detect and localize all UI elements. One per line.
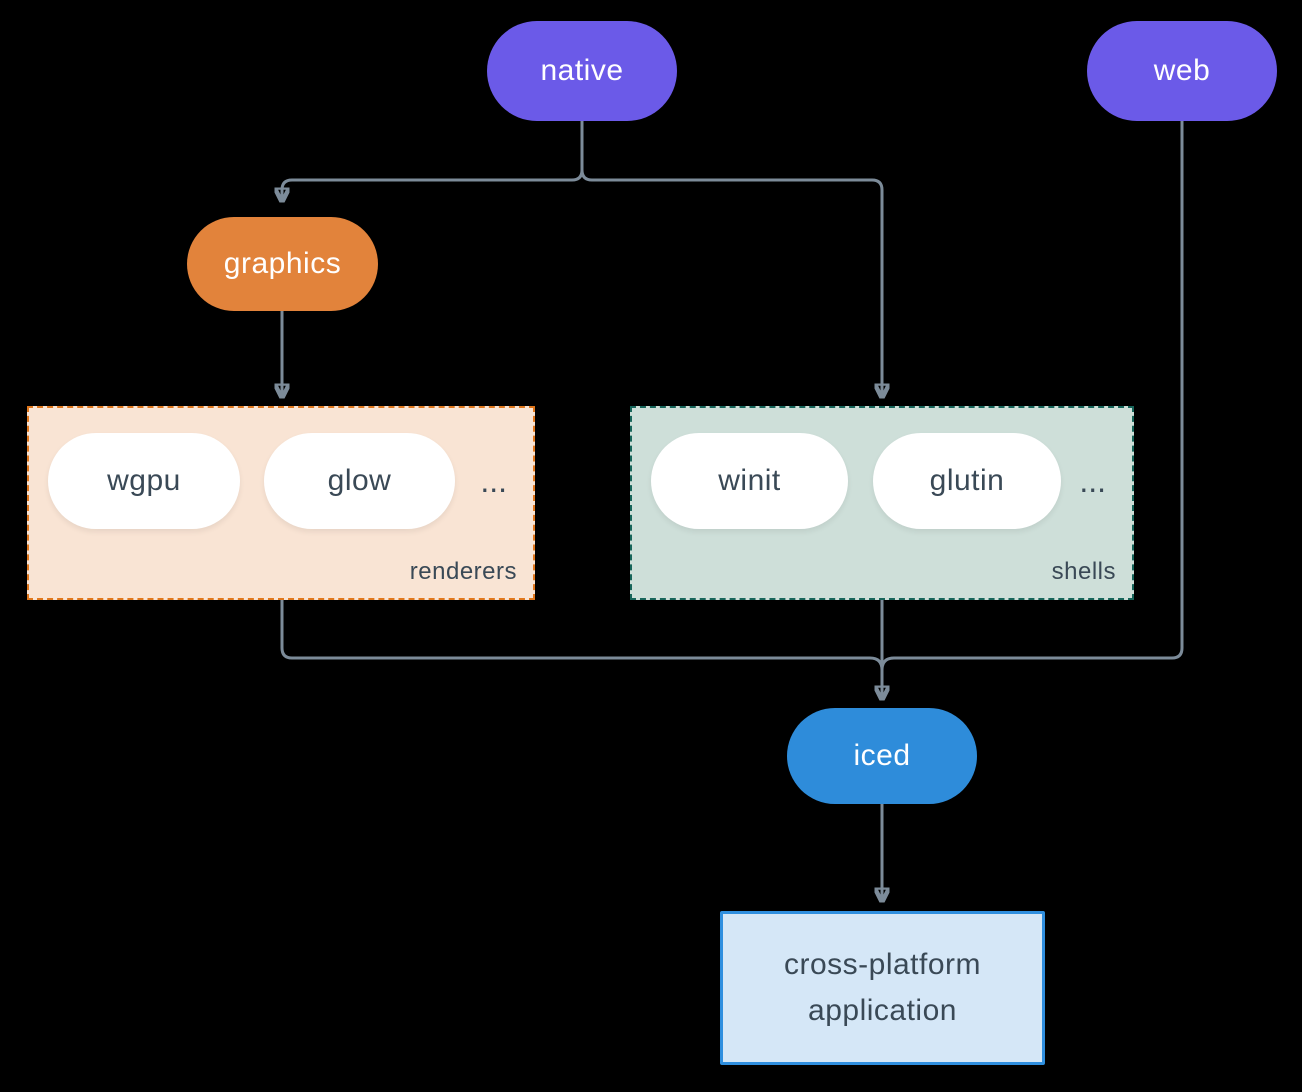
- node-graphics-label: graphics: [223, 247, 342, 280]
- node-web-label: web: [1153, 54, 1211, 87]
- edge-native-to-shells: [580, 121, 882, 394]
- group-renderers: wgpu glow ... renderers: [27, 406, 535, 600]
- node-wgpu-label: wgpu: [107, 464, 181, 497]
- node-glow-label: glow: [327, 464, 392, 497]
- edge-renderers-to-merge: [280, 600, 884, 671]
- node-graphics: graphics: [187, 217, 378, 311]
- application-label-line1: cross-platform: [783, 948, 982, 981]
- shells-ellipsis: ...: [1079, 463, 1106, 499]
- node-iced-label: iced: [853, 739, 911, 772]
- node-winit: winit: [651, 433, 848, 529]
- node-native: native: [487, 21, 677, 121]
- shells-group-label: shells: [1051, 558, 1116, 585]
- node-glutin: glutin: [873, 433, 1061, 529]
- renderers-group-label: renderers: [409, 558, 517, 585]
- node-glutin-label: glutin: [929, 464, 1005, 497]
- group-shells: winit glutin ... shells: [630, 406, 1134, 600]
- renderers-ellipsis: ...: [480, 463, 507, 499]
- node-web: web: [1087, 21, 1277, 121]
- edge-native-to-graphics: [282, 121, 584, 198]
- node-wgpu: wgpu: [48, 433, 240, 529]
- node-native-label: native: [540, 54, 624, 87]
- node-cross-platform-application: cross-platform application: [720, 911, 1045, 1065]
- node-iced: iced: [787, 708, 977, 804]
- application-label-line2: application: [808, 994, 957, 1027]
- node-glow: glow: [264, 433, 455, 529]
- node-winit-label: winit: [718, 464, 781, 497]
